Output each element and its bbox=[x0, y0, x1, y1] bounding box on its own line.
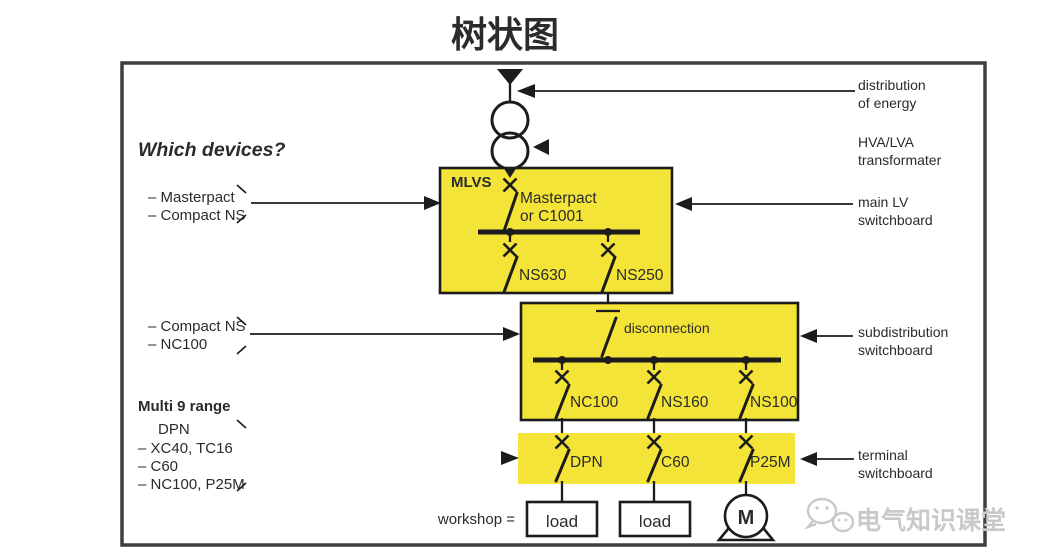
busbar-junction-dot bbox=[604, 356, 612, 364]
left-item-c60: – C60 bbox=[138, 458, 178, 475]
ns630-breaker-blade bbox=[502, 255, 519, 294]
brace-tick-icon bbox=[236, 482, 247, 492]
page-title: 树状图 bbox=[451, 14, 559, 55]
transformer-label-line1: HVA/LVA bbox=[858, 134, 915, 150]
which-devices-heading: Which devices? bbox=[138, 139, 285, 161]
left-item-dpn: DPN bbox=[158, 421, 190, 438]
breaker-contact-x-icon bbox=[502, 177, 518, 193]
workshop-label: workshop = bbox=[437, 511, 515, 528]
right-arrowhead-icon bbox=[675, 197, 692, 211]
busbar-junction-dot bbox=[506, 228, 514, 236]
brace-tick-icon bbox=[236, 184, 247, 194]
breaker-contact-x-icon bbox=[554, 434, 570, 450]
mlvs-incomer-label-line1: Masterpact bbox=[520, 190, 597, 207]
wechat-bubble-small-icon bbox=[831, 511, 855, 533]
dpn-label: DPN bbox=[570, 454, 603, 471]
main-lv-label-line1: main LV bbox=[858, 194, 909, 210]
breaker-contact-x-icon bbox=[646, 434, 662, 450]
left-item-nc100: – NC100 bbox=[148, 336, 207, 353]
breaker-contact-x-icon bbox=[738, 434, 754, 450]
ns100-label: NS100 bbox=[750, 394, 798, 411]
breaker-contact-x-icon bbox=[600, 242, 616, 258]
left-item-compact-ns-2: – Compact NS bbox=[148, 318, 246, 335]
diagram-frame bbox=[120, 61, 987, 547]
p25m-label: P25M bbox=[750, 454, 791, 471]
multi9-heading: Multi 9 range bbox=[138, 398, 231, 415]
load2-label: load bbox=[639, 512, 671, 531]
load1-label: load bbox=[546, 512, 578, 531]
disconnector-blade bbox=[600, 316, 618, 358]
nc100-breaker-blade bbox=[554, 383, 571, 420]
watermark-text: 电气知识课堂 bbox=[856, 506, 1006, 535]
brace-tick-icon bbox=[236, 316, 247, 326]
breaker-contact-x-icon bbox=[502, 242, 518, 258]
left-arrowhead-icon bbox=[424, 196, 441, 210]
breaker-contact-x-icon bbox=[554, 369, 570, 385]
left-item-compact-ns: – Compact NS bbox=[148, 207, 246, 224]
right-arrowhead-icon bbox=[800, 452, 817, 466]
wechat-eye-icon bbox=[844, 518, 848, 522]
terminal-label-line2: switchboard bbox=[858, 465, 933, 481]
c60-label: C60 bbox=[661, 454, 690, 471]
breaker-contact-x-icon bbox=[646, 369, 662, 385]
ns630-label: NS630 bbox=[519, 267, 567, 284]
terminal-label-line1: terminal bbox=[858, 447, 908, 463]
motor-label: M bbox=[738, 507, 755, 529]
left-item-masterpact: – Masterpact bbox=[148, 189, 236, 206]
right-arrowhead-icon bbox=[800, 329, 817, 343]
mlvs-label: MLVS bbox=[451, 174, 492, 191]
wechat-bubble-icon bbox=[806, 497, 838, 525]
mlvs-entry-arrow-icon bbox=[503, 167, 517, 178]
transformer-primary-circle bbox=[490, 100, 530, 140]
left-arrowhead-icon bbox=[501, 451, 519, 465]
brace-tick-icon bbox=[236, 214, 247, 224]
mlvs-incomer-label-line2: or C1001 bbox=[520, 208, 584, 225]
brace-tick-icon bbox=[236, 419, 247, 429]
mlvs-incomer-breaker-blade bbox=[502, 191, 519, 233]
left-item-nc100-p25m: – NC100, P25M bbox=[138, 476, 245, 493]
busbar-junction-dot bbox=[558, 356, 566, 364]
load-box-2 bbox=[618, 500, 692, 538]
busbar-junction-dot bbox=[604, 228, 612, 236]
sub-label-line2: switchboard bbox=[858, 342, 933, 358]
wechat-eye-icon bbox=[815, 506, 819, 510]
busbar-junction-dot bbox=[650, 356, 658, 364]
energy-label-line2: of energy bbox=[858, 95, 916, 111]
transformer-pointer-icon bbox=[533, 139, 549, 155]
load-box-1 bbox=[525, 500, 599, 538]
ns250-label: NS250 bbox=[616, 267, 664, 284]
nc100-label: NC100 bbox=[570, 394, 619, 411]
breaker-contact-x-icon bbox=[738, 369, 754, 385]
wechat-eye-icon bbox=[837, 518, 841, 522]
ns160-breaker-blade bbox=[646, 383, 663, 420]
ns250-breaker-blade bbox=[600, 255, 617, 294]
c60-breaker-blade bbox=[646, 448, 663, 483]
transformer-label-line2: transformater bbox=[858, 152, 942, 168]
wechat-bubble-tail bbox=[804, 520, 817, 530]
p25m-breaker-blade bbox=[738, 448, 755, 483]
sub-label-line1: subdistribution bbox=[858, 324, 948, 340]
main-lv-label-line2: switchboard bbox=[858, 212, 933, 228]
energy-label-line1: distribution bbox=[858, 77, 926, 93]
supply-source-arrow-icon bbox=[497, 69, 523, 85]
left-arrowhead-icon bbox=[503, 327, 520, 341]
ns160-label: NS160 bbox=[661, 394, 709, 411]
dpn-breaker-blade bbox=[554, 448, 571, 483]
disconnection-label: disconnection bbox=[624, 320, 710, 336]
wechat-eye-icon bbox=[825, 506, 829, 510]
motor-circle-icon bbox=[723, 493, 769, 539]
ns100-breaker-blade bbox=[738, 383, 755, 420]
brace-tick-icon bbox=[236, 345, 247, 355]
energy-callout-arrow-icon bbox=[517, 84, 535, 98]
left-item-xc40-tc16: – XC40, TC16 bbox=[138, 440, 233, 457]
busbar-junction-dot bbox=[742, 356, 750, 364]
